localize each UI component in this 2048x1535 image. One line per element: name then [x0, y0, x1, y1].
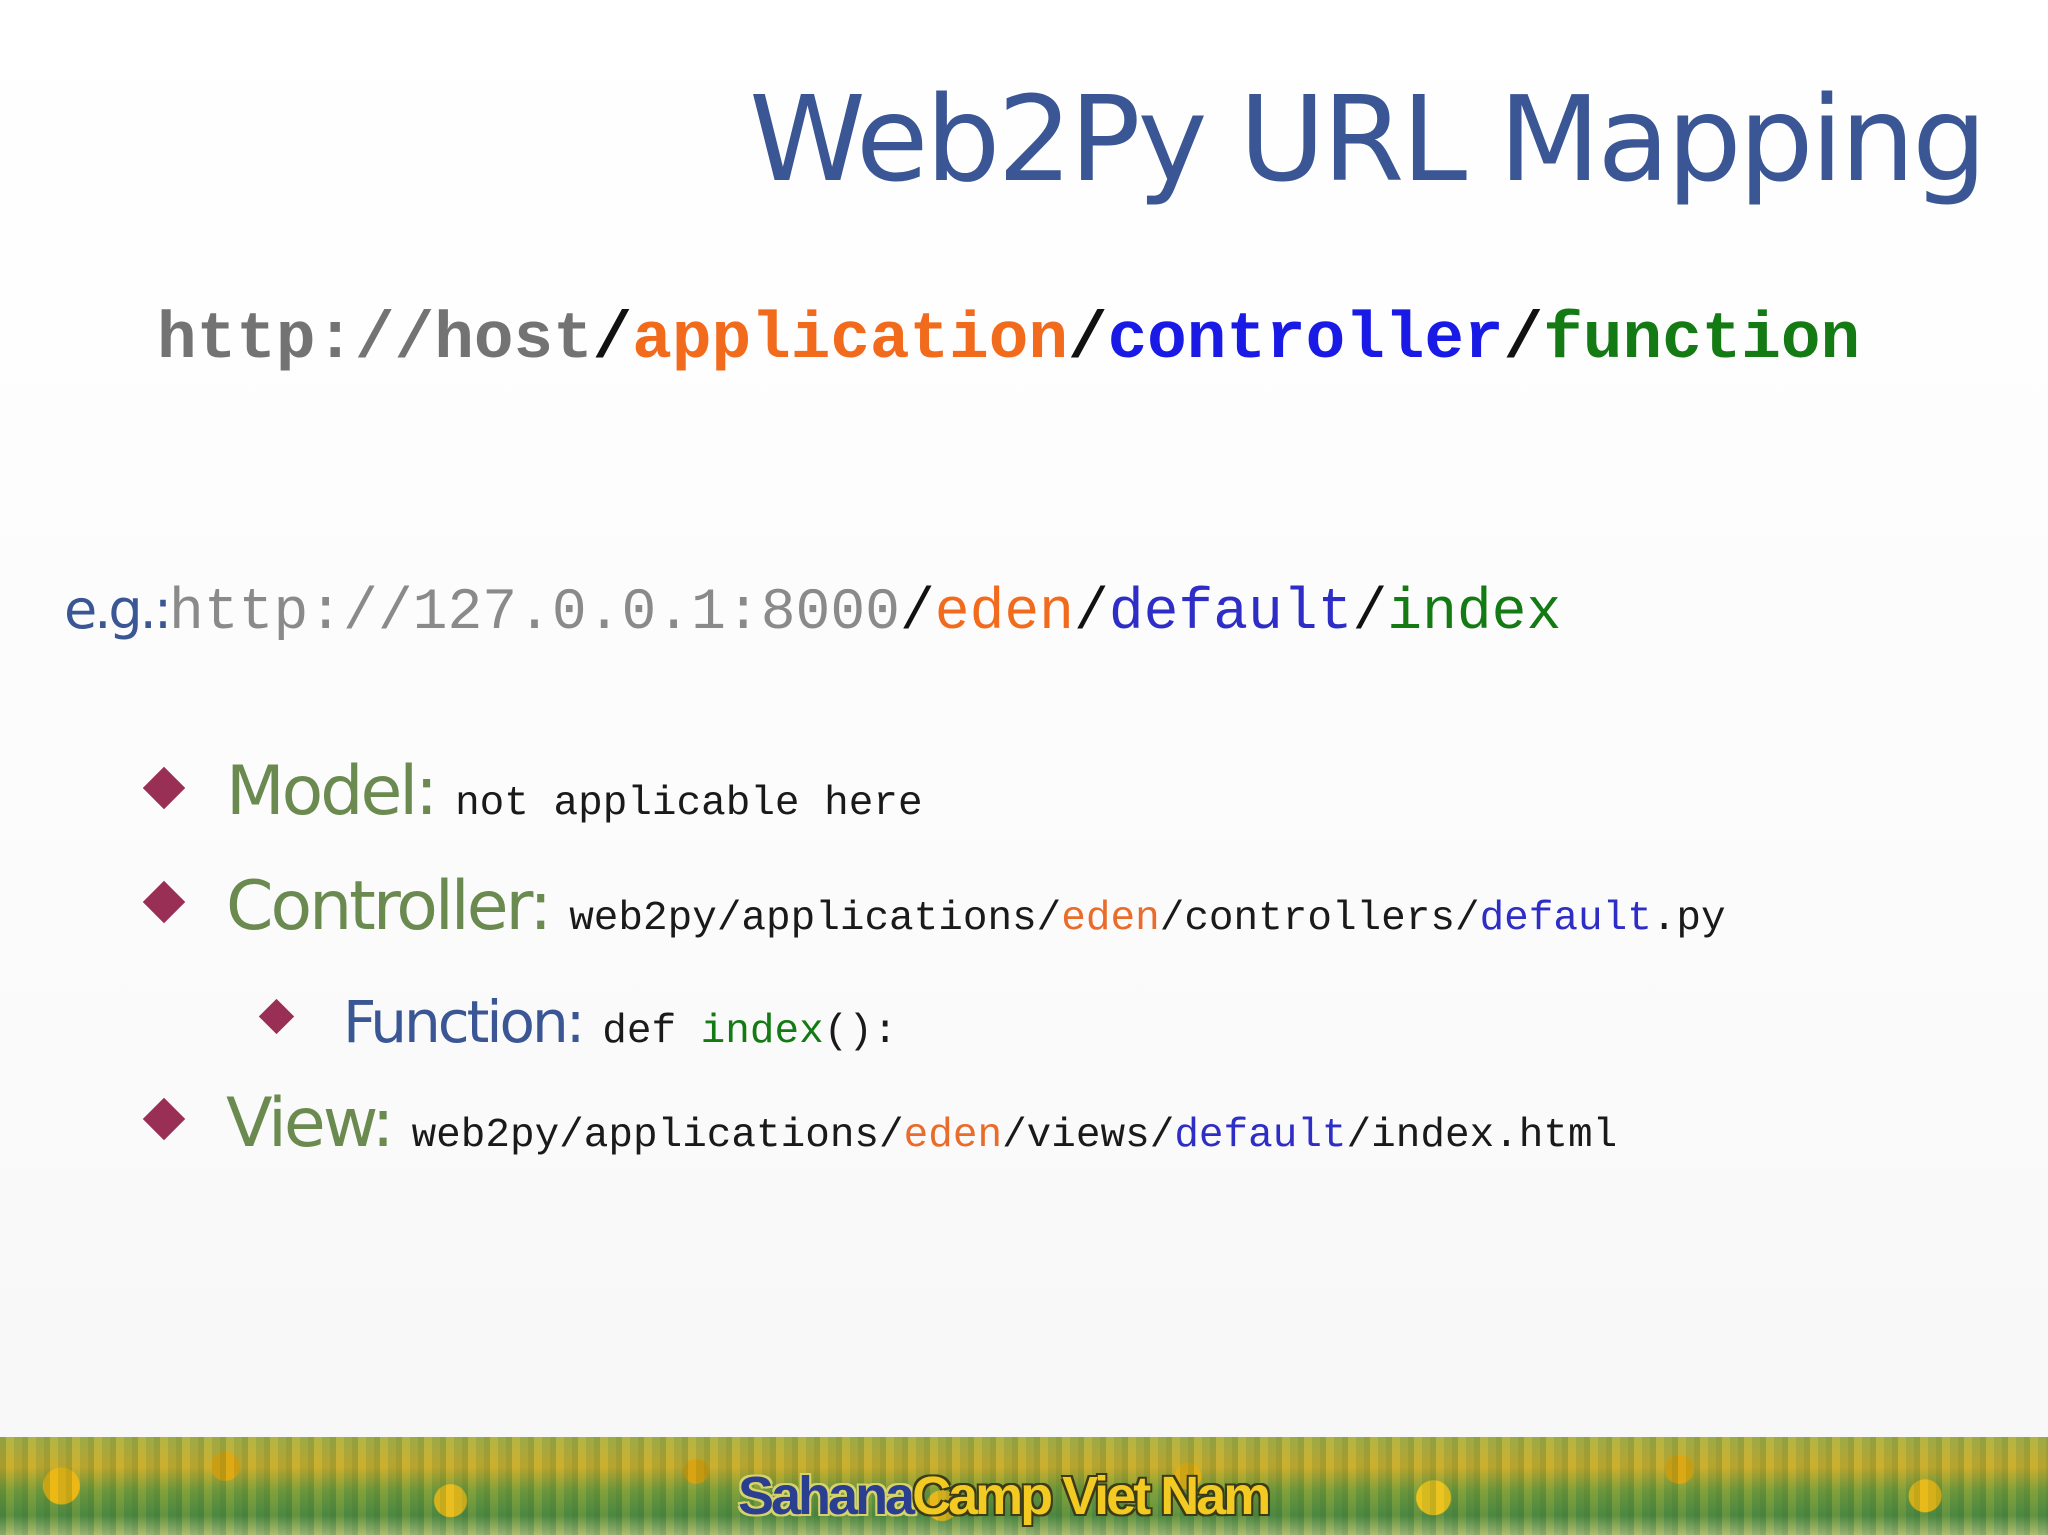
footer-sahana: Sahana: [738, 1466, 915, 1526]
url-pattern: http://host/application/controller/funct…: [157, 302, 1860, 377]
bullet-diamond-icon: [258, 998, 295, 1035]
bullet-model-label: Model:: [226, 752, 438, 831]
path-segment: .py: [1651, 896, 1726, 942]
example-url: e.g.:http://127.0.0.1:8000/eden/default/…: [64, 578, 1561, 646]
footer-sunflower-banner: SahanaCamp Viet Nam: [0, 1437, 2048, 1535]
bullet-function: Function: def index():: [343, 988, 898, 1056]
path-segment: web2py/applications/: [411, 1113, 904, 1159]
bullet-function-value: def index():: [602, 1009, 897, 1055]
example-host: http://127.0.0.1:8000: [169, 581, 900, 646]
code-function-name: index: [700, 1009, 824, 1055]
path-controller: default: [1479, 896, 1652, 942]
url-pattern-application: application: [632, 302, 1068, 377]
example-controller: default: [1108, 581, 1353, 646]
bullet-function-label: Function:: [343, 988, 585, 1056]
url-pattern-controller: controller: [1107, 302, 1504, 377]
bullet-diamond-icon: [142, 880, 186, 924]
path-segment: /controllers/: [1159, 896, 1480, 942]
bullet-view: View: web2py/applications/eden/views/defa…: [226, 1084, 1617, 1163]
footer-logo-text: SahanaCamp Viet Nam: [738, 1465, 1271, 1527]
path-segment: web2py/applications/: [569, 896, 1062, 942]
footer-vietnam: Viet Nam: [1062, 1466, 1271, 1526]
code-keyword: def: [602, 1009, 701, 1055]
bullet-view-value: web2py/applications/eden/views/default/i…: [412, 1113, 1618, 1159]
example-function: index: [1387, 581, 1562, 646]
bullet-diamond-icon: [142, 1097, 186, 1141]
bullet-model: Model: not applicable here: [226, 752, 923, 831]
path-application: eden: [1061, 896, 1160, 942]
example-separator: /: [899, 581, 935, 646]
example-separator: /: [1074, 581, 1109, 646]
path-segment: /index.html: [1346, 1113, 1618, 1159]
bullet-model-value: not applicable here: [455, 781, 923, 827]
slide-title: Web2Py URL Mapping: [749, 70, 1987, 208]
path-controller: default: [1174, 1113, 1347, 1159]
url-pattern-function: function: [1543, 302, 1861, 377]
footer-texture: [0, 1437, 2048, 1535]
bullet-controller-label: Controller:: [226, 867, 552, 946]
url-pattern-host: http://host: [157, 302, 593, 377]
bullet-controller-value: web2py/applications/eden/controllers/def…: [569, 896, 1725, 942]
url-pattern-separator: /: [1067, 302, 1108, 377]
code-segment: ():: [823, 1009, 898, 1055]
bullet-view-label: View:: [226, 1084, 395, 1163]
bullet-controller: Controller: web2py/applications/eden/cont…: [226, 867, 1726, 946]
bullet-diamond-icon: [142, 766, 186, 810]
footer-camp: Camp: [912, 1466, 1053, 1526]
footer-space: [1050, 1466, 1062, 1526]
url-pattern-separator: /: [592, 302, 633, 377]
example-label: e.g.:: [64, 578, 172, 641]
example-separator: /: [1352, 581, 1388, 646]
path-segment: /views/: [1002, 1113, 1175, 1159]
path-application: eden: [903, 1113, 1003, 1159]
url-pattern-separator: /: [1503, 302, 1544, 377]
example-application: eden: [934, 581, 1074, 646]
